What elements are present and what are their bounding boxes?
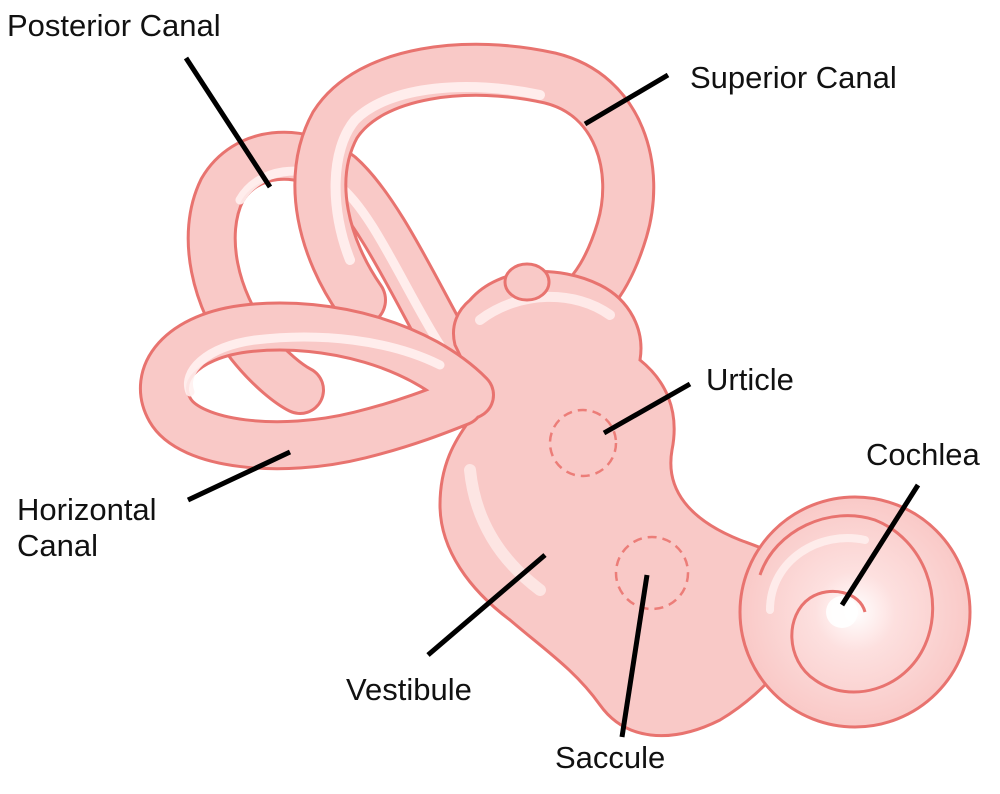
posterior-canal-leader — [183, 56, 273, 189]
posterior-canal-label: Posterior Canal — [7, 8, 221, 43]
utricle-outline — [548, 408, 618, 478]
vestibule-leader — [426, 553, 547, 657]
cochlea-label: Cochlea — [866, 437, 980, 472]
horizontal-canal-leader — [186, 449, 292, 503]
saccule-label: Saccule — [555, 740, 666, 775]
horizontal-canal-label-line1: Horizontal — [17, 492, 157, 527]
superior-canal-leader — [583, 72, 670, 127]
horizontal-canal — [139, 301, 495, 471]
superior-canal-label: Superior Canal — [690, 60, 897, 95]
cochlea-leader — [839, 483, 921, 607]
vestibule-body — [438, 262, 807, 738]
cochlea — [738, 495, 972, 729]
saccule-outline — [614, 535, 690, 611]
horizontal-canal-label-line2: Canal — [17, 528, 98, 563]
superior-canal — [293, 42, 656, 332]
urticle-label: Urticle — [706, 362, 794, 397]
urticle-leader — [602, 381, 692, 436]
horizontal-canal-label: Horizontal Canal — [17, 492, 157, 564]
vestibule-label: Vestibule — [346, 672, 472, 707]
saccule-leader — [619, 574, 650, 738]
